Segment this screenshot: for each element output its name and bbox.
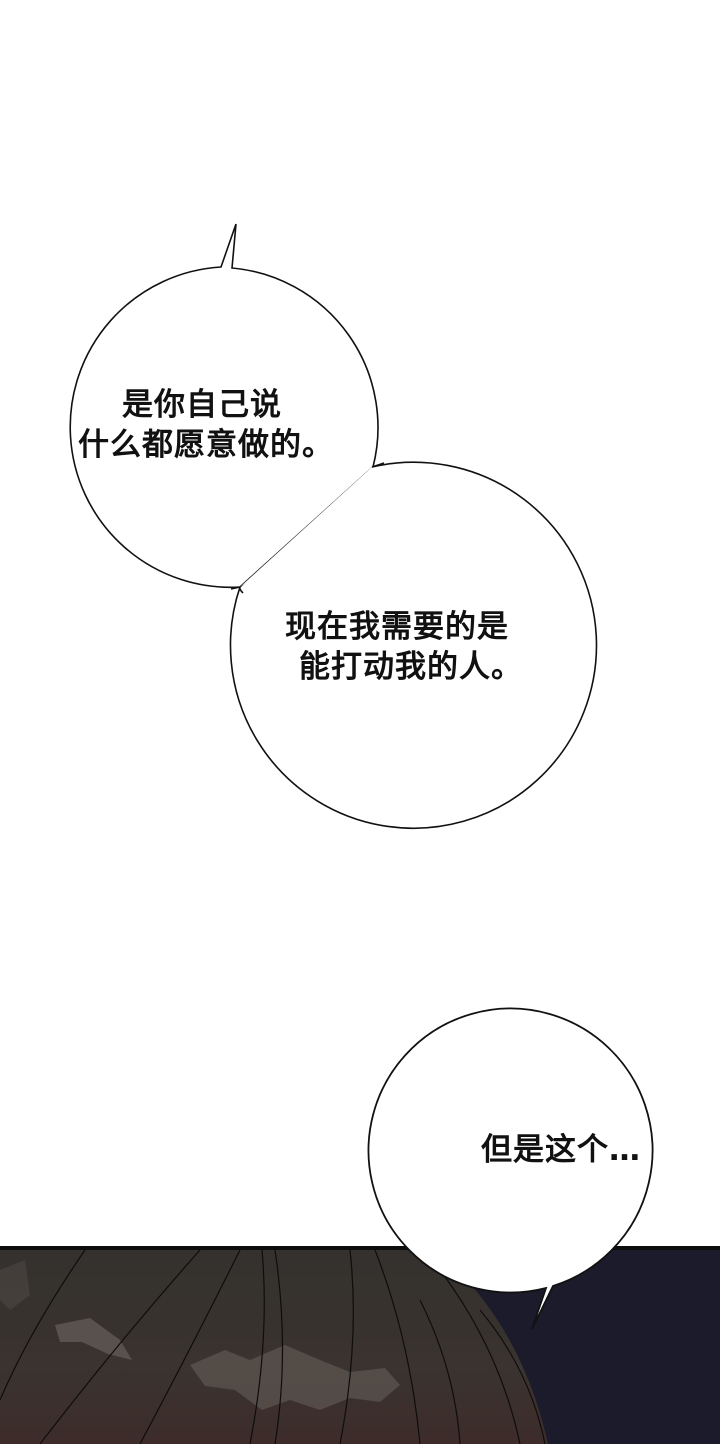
hair-illustration <box>0 1250 720 1444</box>
illustrated-panel <box>0 1246 720 1444</box>
bubble-1-line-2: 什么都愿意做的。 <box>78 427 334 463</box>
speech-bubble-2-text: 现在我需要的是 能打动我的人。 <box>285 607 523 687</box>
bubble-2-line-2: 能打动我的人。 <box>299 649 523 685</box>
speech-bubble-3-text: 但是这个… <box>481 1130 641 1170</box>
bubble-3-line-1: 但是这个… <box>481 1132 641 1168</box>
bubble-1-line-1: 是你自己说 <box>122 387 282 423</box>
speech-bubble-1-text: 是你自己说 什么都愿意做的。 <box>78 385 334 465</box>
bubble-2-line-1: 现在我需要的是 <box>285 609 509 645</box>
